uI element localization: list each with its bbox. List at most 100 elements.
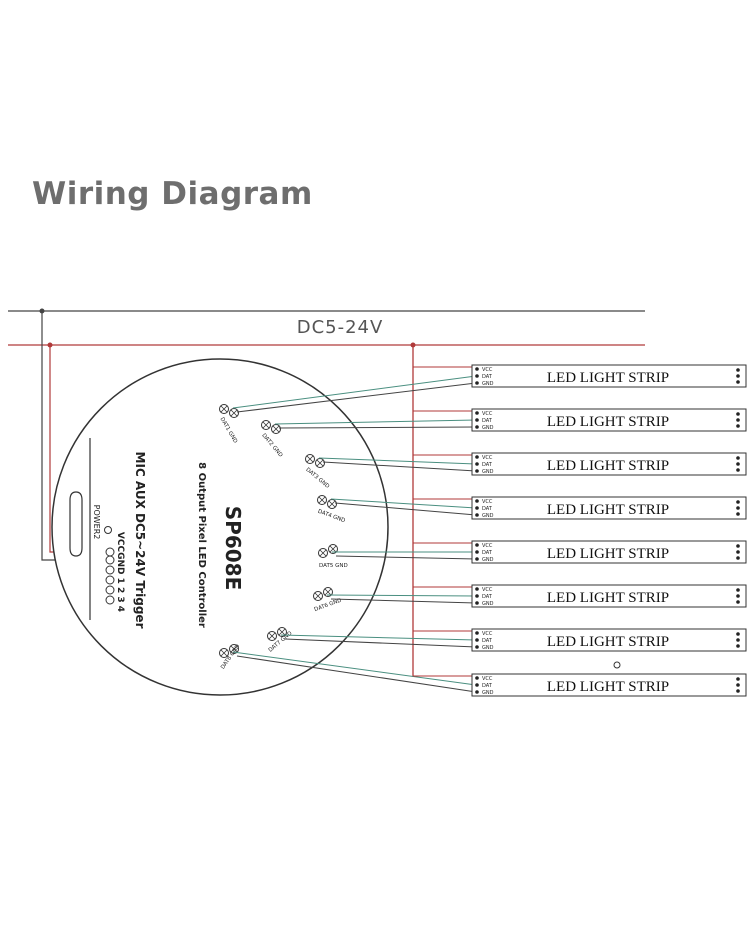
strip-label: LED LIGHT STRIP — [547, 679, 669, 695]
controller-model: SP608E — [221, 506, 245, 590]
strip-pin-label: GND — [482, 601, 494, 607]
screw-slot — [328, 500, 336, 508]
screw-slot — [324, 588, 332, 596]
strip-body — [471, 628, 747, 652]
strip-label: LED LIGHT STRIP — [547, 546, 669, 562]
strip-pin-dot — [475, 645, 479, 649]
strip-end-dot — [736, 380, 740, 384]
strip-end-dot — [736, 644, 740, 648]
strip-pin-dot — [475, 587, 479, 591]
strip-pin-dot — [475, 367, 479, 371]
strip-body — [471, 496, 747, 520]
strip-end-dot — [736, 506, 740, 510]
input-terminal — [105, 575, 115, 585]
strip-end-dot — [736, 418, 740, 422]
strip-pin-dot — [475, 418, 479, 422]
strip-end-dot — [736, 468, 740, 472]
strip-pin-label: GND — [482, 469, 494, 475]
input-terminals — [104, 526, 115, 605]
strip-end-dot — [736, 550, 740, 554]
dat-wire — [330, 498, 477, 509]
dat-wire — [274, 419, 477, 425]
strip-pin-label: VCC — [482, 676, 493, 682]
strip-body — [471, 584, 747, 608]
controller-body — [51, 358, 389, 696]
gnd-wire — [330, 598, 477, 604]
dat-wire — [232, 375, 477, 409]
strip-pin-label: VCC — [482, 411, 493, 417]
screw-slot — [268, 632, 276, 640]
strip-pin-dot — [475, 469, 479, 473]
strip-end-dot — [736, 677, 740, 681]
strip-pin-dot — [475, 683, 479, 687]
strip-end-dot — [736, 374, 740, 378]
screw-slot — [314, 592, 322, 600]
gnd-wire — [322, 461, 477, 472]
strip-end-dot — [736, 462, 740, 466]
input-terminal — [105, 565, 115, 575]
strip-pin-label: GND — [482, 557, 494, 563]
gnd-wire — [236, 655, 477, 693]
controller-subtitle: 8 Output Pixel LED Controller — [196, 462, 207, 628]
strip-pin-label: DAT — [482, 550, 493, 556]
strip-end-dot — [736, 456, 740, 460]
dat-wire — [232, 651, 477, 686]
strip-label: LED LIGHT STRIP — [547, 370, 669, 386]
power-indicator — [104, 526, 112, 534]
gnd-wire — [278, 426, 477, 429]
screw-slot — [319, 549, 327, 557]
strip-end-dot — [736, 368, 740, 372]
gnd-wire — [334, 502, 477, 516]
strip-pin-dot — [475, 462, 479, 466]
strip-end-dot — [736, 638, 740, 642]
strip-pin-dot — [475, 543, 479, 547]
strip-pin-dot — [475, 676, 479, 680]
strip-pin-label: VCC — [482, 455, 493, 461]
strip-pin-dot — [475, 594, 479, 598]
strip-pin-label: DAT — [482, 374, 493, 380]
strip-pin-dot — [475, 374, 479, 378]
strip-pin-dot — [475, 550, 479, 554]
strip-pin-dot — [475, 601, 479, 605]
strip-end-dot — [736, 412, 740, 416]
strip-pin-label: VCC — [482, 499, 493, 505]
gnd-wire — [335, 555, 477, 560]
strip-end-dot — [736, 500, 740, 504]
screw-slot — [316, 459, 324, 467]
strip-label: LED LIGHT STRIP — [547, 634, 669, 650]
controller: SP608E 8 Output Pixel LED Controller MIC… — [51, 358, 389, 696]
screw-slot — [306, 455, 314, 463]
screw-slot — [230, 409, 238, 417]
strip-body — [471, 673, 747, 697]
strip-pin-dot — [475, 506, 479, 510]
strip-label: LED LIGHT STRIP — [547, 458, 669, 474]
strip-pin-dot — [475, 557, 479, 561]
strip-end-dot — [736, 544, 740, 548]
strip-pin-label: GND — [482, 690, 494, 696]
vcc-branch-wire — [413, 454, 477, 457]
input-terminal — [105, 547, 115, 557]
output-terminal-5: DAT5 GND — [318, 544, 348, 569]
strip-pin-dot — [475, 499, 479, 503]
controller-input-label: MIC AUX DC5~24V Trigger — [133, 452, 147, 629]
mounting-slot — [69, 491, 83, 557]
strip-end-dot — [736, 556, 740, 560]
vcc-branch-wire — [413, 542, 477, 545]
strip-pin-label: GND — [482, 645, 494, 651]
strip-end-dot — [736, 588, 740, 592]
strip-pin-label: DAT — [482, 683, 493, 689]
strip-pin-label: VCC — [482, 631, 493, 637]
controller-pins-label: VCCGND 1 2 3 4 — [115, 532, 125, 612]
strip-end-dot — [736, 683, 740, 687]
gnd-wire — [236, 382, 477, 413]
screw-slot — [220, 649, 228, 657]
vcc-branch-wire — [413, 586, 477, 589]
strip-pin-label: GND — [482, 425, 494, 431]
